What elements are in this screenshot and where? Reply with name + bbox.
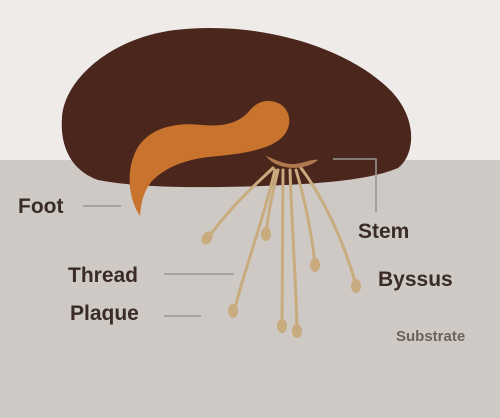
byssus-plaques [201,227,361,338]
plaque-end [292,324,302,338]
thread-label: Thread [68,264,138,287]
byssus-thread [280,168,285,327]
byssus-thread [299,166,358,287]
stem-leader-line [333,158,377,212]
byssus-thread [232,168,277,314]
substrate-region [0,160,500,418]
plaque-label: Plaque [70,302,139,325]
plaque-end [351,279,361,293]
mussel-foot [129,100,290,216]
byssus-thread [288,168,299,332]
byssus-label: Byssus [378,268,453,291]
byssus-stem [266,156,318,168]
plaque-end [310,258,320,272]
plaque-end [261,227,271,241]
plaque-end [277,319,287,333]
substrate-label: Substrate [396,328,465,345]
plaque-end [228,304,238,318]
byssus-thread [294,168,317,266]
stem-label: Stem [358,220,409,243]
byssus-thread [206,166,275,240]
foot-label: Foot [18,195,63,218]
plaque-end [201,231,213,245]
